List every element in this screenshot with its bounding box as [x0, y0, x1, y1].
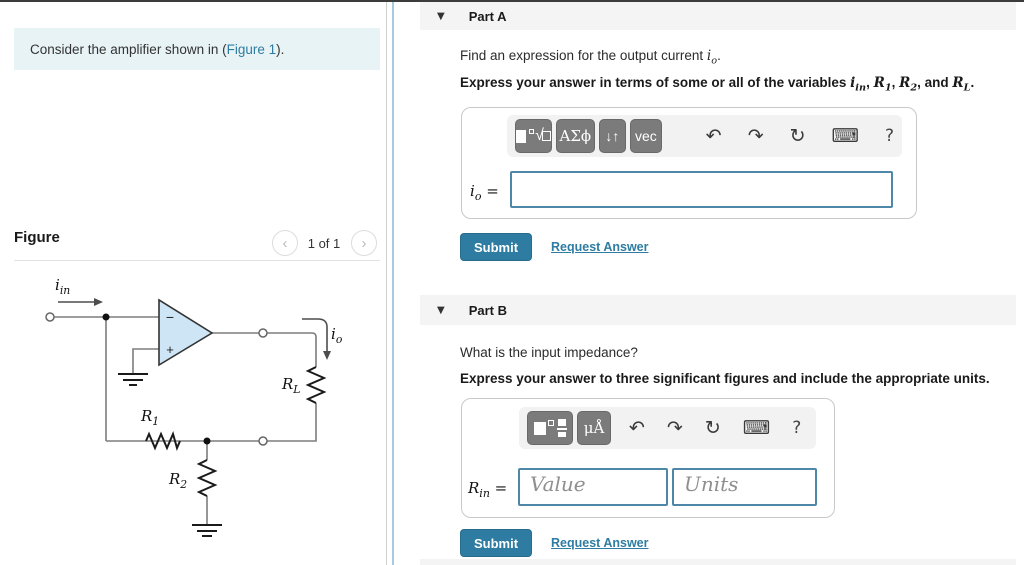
updown-arrows-button[interactable]: ↓↑	[598, 119, 627, 153]
exponent-templates-button[interactable]	[527, 411, 573, 445]
units-button[interactable]: μÅ	[577, 411, 611, 445]
redo-icon[interactable]: ↷	[666, 416, 683, 439]
ground-symbol-opamp	[118, 373, 148, 386]
help-icon[interactable]: ?	[792, 417, 802, 438]
label-r-2: R2	[169, 470, 188, 491]
keyboard-icon[interactable]: ⌨	[831, 124, 859, 147]
chevron-left-icon: ‹	[282, 234, 288, 252]
part-b-request-answer-link[interactable]: Request Answer	[551, 536, 649, 550]
resistor-r1	[145, 431, 181, 451]
part-a-collapse-icon[interactable]: ▼	[437, 10, 445, 22]
part-a-answer-label: io =	[470, 182, 499, 203]
part-b-submit-button[interactable]: Submit	[460, 529, 532, 557]
circuit-diagram: − +	[45, 298, 331, 537]
undo-icon[interactable]: ↶	[705, 124, 722, 147]
figure-link[interactable]: Figure 1	[226, 41, 277, 57]
figure-next-button[interactable]: ›	[351, 230, 377, 256]
vector-button[interactable]: vec	[630, 119, 662, 153]
redo-icon[interactable]: ↷	[747, 124, 764, 147]
label-r-1: R1	[141, 407, 160, 428]
figure-section-title: Figure	[14, 229, 60, 246]
root-template-icon: √	[516, 127, 551, 145]
label-i-o: io	[331, 325, 343, 346]
part-a-equation-toolbar: √ ΑΣϕ ↓↑ vec ↶ ↷ ↻ ⌨ ?	[507, 115, 902, 157]
opamp-symbol: − +	[158, 298, 214, 367]
figure-prev-button[interactable]: ‹	[272, 230, 298, 256]
part-b-answer-label: Rin =	[468, 479, 508, 500]
circuit-terminals	[45, 312, 268, 446]
resistor-r2	[196, 459, 218, 497]
part-b-title: Part B	[468, 302, 507, 318]
part-b-units-input[interactable]	[672, 468, 817, 506]
panel-splitter-handle[interactable]	[392, 2, 394, 565]
part-a-title: Part A	[468, 8, 507, 24]
current-arrow-i-o	[302, 318, 331, 360]
resistor-rl	[305, 366, 327, 404]
part-a-expression-input[interactable]	[510, 171, 893, 208]
part-b-instruction: Express your answer to three significant…	[460, 371, 990, 386]
part-b-equation-toolbar: μÅ ↶ ↷ ↻ ⌨ ?	[519, 407, 816, 449]
figure-divider	[14, 260, 380, 261]
greek-symbols-button[interactable]: ΑΣϕ	[555, 119, 595, 153]
exponent-template-icon	[533, 419, 567, 437]
keyboard-icon[interactable]: ⌨	[742, 416, 771, 439]
help-icon[interactable]: ?	[884, 125, 894, 146]
label-r-l: RL	[282, 375, 301, 396]
opamp-plus-label: +	[166, 342, 174, 357]
current-arrow-i-in	[58, 298, 103, 306]
ground-symbol-r2	[192, 524, 222, 537]
part-b-collapse-icon[interactable]: ▼	[437, 304, 445, 316]
label-i-in: iin	[55, 276, 71, 297]
problem-intro-box: Consider the amplifier shown in (Figure …	[14, 28, 380, 70]
chevron-right-icon: ›	[361, 234, 367, 252]
part-a-submit-button[interactable]: Submit	[460, 233, 532, 261]
reset-icon[interactable]: ↻	[789, 124, 806, 147]
left-panel-border	[386, 2, 387, 565]
part-b-value-input[interactable]	[518, 468, 668, 506]
figure-page-indicator: 1 of 1	[307, 236, 341, 251]
templates-button[interactable]: √	[515, 119, 552, 153]
undo-icon[interactable]: ↶	[629, 416, 645, 439]
reset-icon[interactable]: ↻	[704, 416, 721, 439]
intro-text-post: ).	[276, 41, 285, 57]
part-a-request-answer-link[interactable]: Request Answer	[551, 240, 649, 254]
part-a-question: Find an expression for the output curren…	[460, 48, 721, 67]
part-b-question: What is the input impedance?	[460, 345, 638, 360]
next-section-header-partial	[420, 559, 1016, 565]
part-b-header: ▼ Part B	[420, 295, 1016, 325]
part-a-header: ▼ Part A	[420, 2, 1016, 30]
intro-text-pre: Consider the amplifier shown in (	[30, 41, 227, 57]
part-a-instruction: Express your answer in terms of some or …	[460, 75, 975, 94]
opamp-minus-label: −	[166, 309, 174, 325]
top-border	[0, 0, 1024, 2]
